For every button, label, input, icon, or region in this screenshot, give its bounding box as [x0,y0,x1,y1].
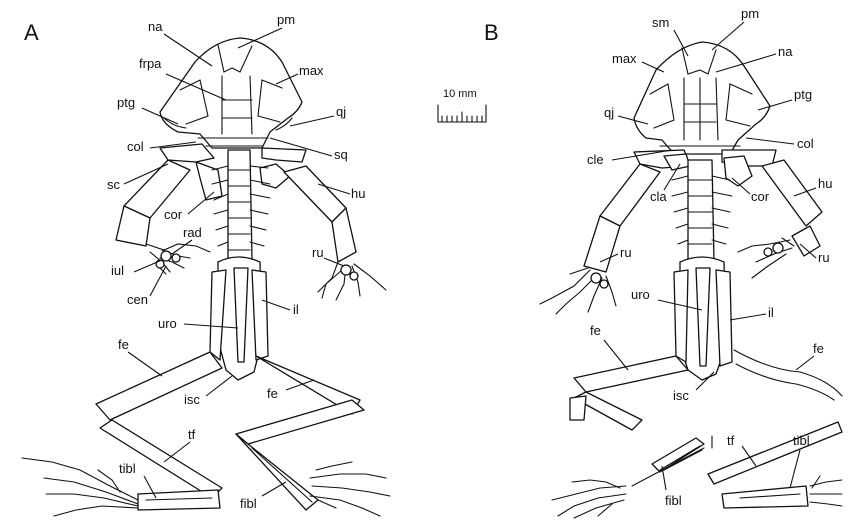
scale-bar-label: 10 mm [443,88,477,100]
label-na-b: na [778,44,793,59]
label-cle-b: cle [587,152,604,167]
panel-label-a: A [24,20,39,45]
label-cor-b: cor [751,189,770,204]
specimen-b [539,41,843,519]
label-fe1-a: fe [118,337,129,352]
label-col-a: col [127,139,144,154]
label-il-a: il [293,302,299,317]
panel-label-b: B [484,20,499,45]
label-fe1-b: fe [590,323,601,338]
label-tf-b: tf [727,433,735,448]
label-qj-a: qj [336,104,346,119]
label-cen-a: cen [127,292,148,307]
specimen-a [21,37,391,517]
label-qj-b: qj [604,105,614,120]
label-iul-a: iul [111,263,124,278]
label-uro-b: uro [631,287,650,302]
label-tf-a: tf [188,427,196,442]
label-pm-a: pm [277,12,295,27]
label-sq-a: sq [334,147,348,162]
label-il-b: il [768,305,774,320]
label-sm-b: sm [652,15,669,30]
label-fe2-b: fe [813,341,824,356]
label-uro-a: uro [158,316,177,331]
label-cor-a: cor [164,207,183,222]
label-fibl-a: fibl [240,496,257,511]
label-pm-b: pm [741,6,759,21]
label-tibl-a: tibl [119,461,136,476]
label-isc-a: isc [184,392,200,407]
label-hu-b: hu [818,176,832,191]
label-isc-b: isc [673,388,689,403]
label-ptg-b: ptg [794,87,812,102]
label-na-a: na [148,19,163,34]
label-fe2-a: fe [267,386,278,401]
label-tibl-b: tibl [793,433,810,448]
scale-bar: 10 mm [437,88,487,123]
labels-a: na pm frpa max ptg qj col sq sc hu cor r… [107,12,365,511]
label-col-b: col [797,136,814,151]
label-cla-b: cla [650,189,667,204]
label-frpa-a: frpa [139,56,162,71]
label-ru1-b: ru [620,245,632,260]
label-ptg-a: ptg [117,95,135,110]
label-ru-a: ru [312,245,324,260]
label-sc-a: sc [107,177,121,192]
label-hu-a: hu [351,186,365,201]
labels-b: sm pm max na qj ptg col cle cla cor hu r… [587,6,832,508]
label-max-b: max [612,51,637,66]
label-fibl-b: fibl [665,493,682,508]
label-max-a: max [299,63,324,78]
label-ru2-b: ru [818,250,830,265]
label-rad-a: rad [183,225,202,240]
skull-a [159,37,303,149]
